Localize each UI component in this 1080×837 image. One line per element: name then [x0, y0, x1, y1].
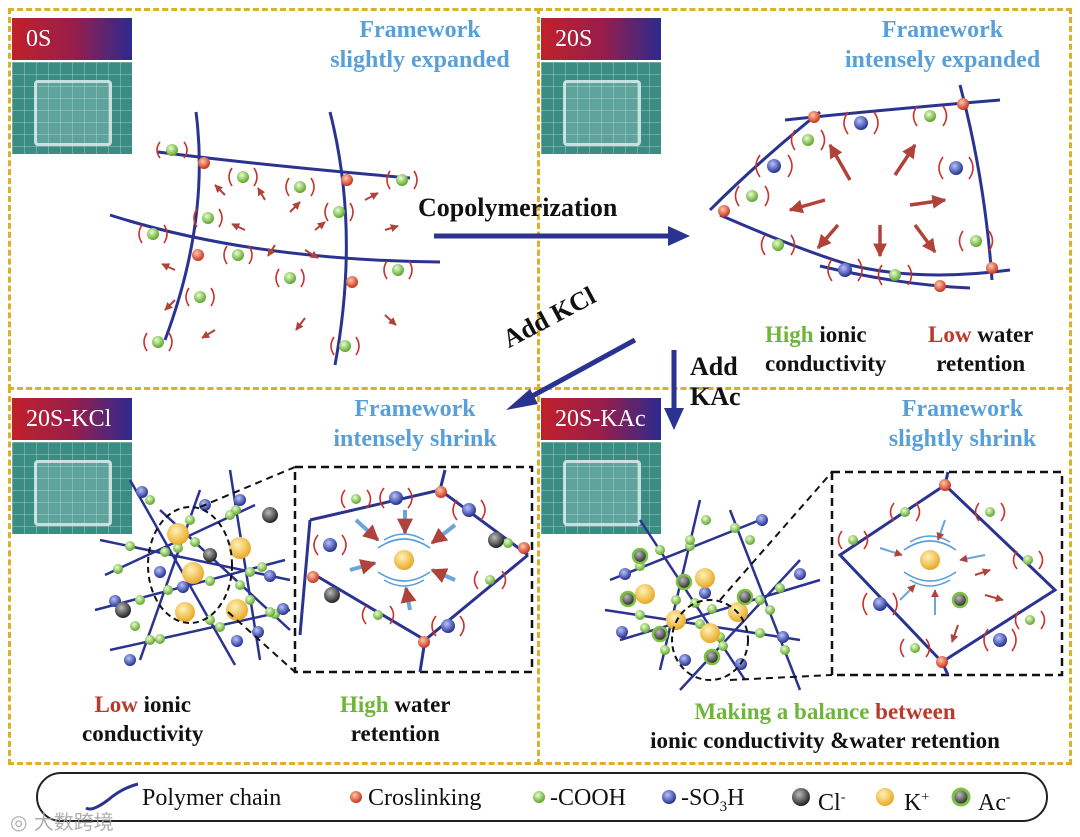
legend-polymer-chain: Polymer chain — [142, 785, 282, 811]
note-low: Low — [94, 692, 138, 717]
k-text: K — [904, 790, 922, 816]
cl-text: Cl — [818, 790, 841, 816]
badge-20s-kcl: 20S-KCl — [12, 398, 132, 440]
watermark-text: 大数跨境 — [33, 810, 114, 834]
note-text: conductivity — [765, 351, 887, 376]
note-text: conductivity — [82, 721, 204, 746]
add-kac-line-2: KAc — [690, 382, 741, 411]
legend-cooh: -COOH — [550, 785, 626, 811]
title-line-1: Framework — [354, 396, 476, 422]
so3h-text-h: H — [727, 785, 745, 811]
title-line-1: Framework — [359, 17, 481, 43]
panel-title-20s-kcl: Framework intensely shrink — [290, 394, 540, 454]
croslinking-icon — [350, 791, 362, 803]
legend-croslinking: Croslinking — [368, 785, 482, 811]
title-line-1: Framework — [901, 396, 1024, 422]
add-kac-label: Add KAc — [690, 352, 741, 412]
chloride-icon — [792, 788, 810, 806]
note-between: between — [875, 699, 956, 724]
ac-superscript: - — [1005, 790, 1011, 805]
note-high: High — [340, 692, 389, 717]
note-text: retention — [936, 351, 1026, 376]
note-text: ionic — [137, 692, 191, 717]
note-kcl-ionic: Low ionic conductivity — [82, 690, 203, 748]
note-high: High — [765, 322, 814, 347]
sample-photo-20s-kcl — [12, 442, 132, 534]
cooh-icon — [533, 791, 545, 803]
panel-title-20s: Framework intensely expanded — [815, 15, 1070, 75]
note-low: Low — [928, 322, 972, 347]
note-20s-water: Low water retention — [928, 320, 1033, 378]
title-line-2: intensely expanded — [844, 47, 1041, 73]
note-kcl-water: High water retention — [340, 690, 451, 748]
badge-0s: 0S — [12, 18, 132, 60]
panel-title-0s: Framework slightly expanded — [300, 15, 540, 75]
ac-text: Ac — [978, 790, 1006, 816]
add-kac-line-1: Add — [690, 352, 738, 381]
title-line-1: Framework — [881, 17, 1004, 43]
note-making-balance: Making a balance — [694, 699, 876, 724]
sample-photo-20s-kac — [541, 442, 661, 534]
note-text: water — [388, 692, 451, 717]
title-line-2: slightly shrink — [888, 426, 1037, 452]
cl-superscript: - — [840, 790, 846, 805]
so3h-icon — [662, 790, 676, 804]
badge-20s: 20S — [541, 18, 661, 60]
title-line-2: intensely shrink — [333, 426, 497, 452]
legend-chloride: Cl- — [818, 784, 845, 817]
note-text: ionic conductivity &water retention — [650, 728, 1000, 753]
polymer-chain-icon — [85, 782, 139, 811]
sample-photo-0s — [12, 62, 132, 154]
legend-so3h: -SO3H — [681, 784, 745, 821]
legend-acetate: Ac- — [978, 784, 1011, 817]
k-superscript: + — [921, 790, 930, 805]
panel-frame-bottom-right — [537, 387, 1072, 765]
title-line-2: slightly expanded — [330, 47, 510, 73]
potassium-icon — [876, 788, 894, 806]
so3h-text: -SO — [681, 785, 720, 811]
watermark-icon: ◎ — [10, 810, 34, 834]
note-kac-balance: Making a balance between ionic conductiv… — [590, 697, 1060, 755]
note-text: water — [971, 322, 1034, 347]
note-text: ionic — [813, 322, 867, 347]
legend-potassium: K+ — [904, 784, 929, 817]
note-20s-ionic: High ionic conductivity — [765, 320, 886, 378]
sample-photo-20s — [541, 62, 661, 154]
copolymerization-label: Copolymerization — [418, 193, 618, 222]
so3h-subscript: 3 — [719, 798, 728, 815]
legend: Polymer chain Croslinking -COOH -SO3H Cl… — [36, 772, 1048, 822]
badge-20s-kac: 20S-KAc — [541, 398, 661, 440]
panel-title-20s-kac: Framework slightly shrink — [855, 394, 1070, 454]
note-text: retention — [350, 721, 440, 746]
watermark: ◎ 大数跨境 — [10, 806, 114, 835]
acetate-icon — [951, 787, 971, 807]
